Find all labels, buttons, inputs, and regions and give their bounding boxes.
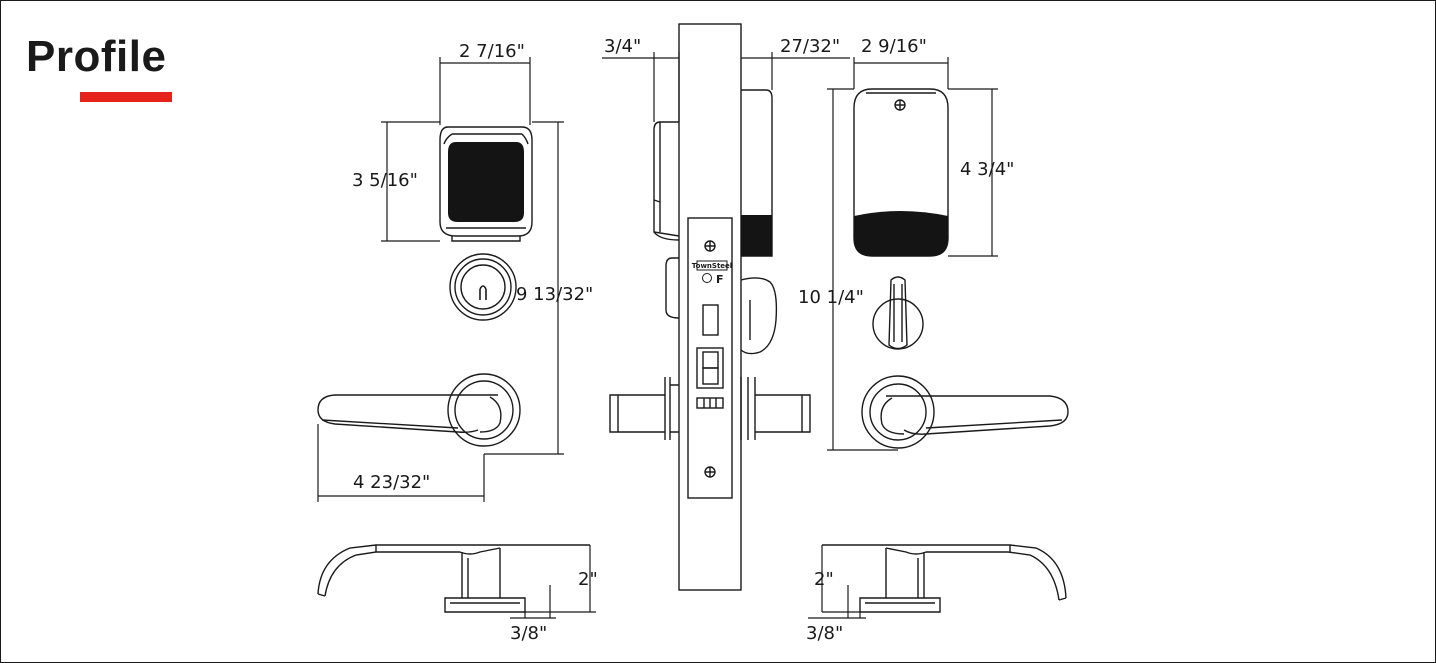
dim-lever-projection-left: 2" bbox=[578, 569, 598, 590]
title-underline bbox=[80, 92, 172, 102]
dim-trim-height: 3 5/16" bbox=[352, 170, 418, 191]
dim-side-left-offset: 3/4" bbox=[604, 36, 641, 57]
front-lever bbox=[317, 394, 498, 433]
rear-cover-screw bbox=[894, 99, 906, 111]
dim-rose-thickness-right: 3/8" bbox=[806, 623, 843, 644]
front-reader bbox=[439, 126, 533, 242]
faceplate-screw-bottom bbox=[704, 466, 716, 478]
dim-rose-thickness-left: 3/8" bbox=[510, 623, 547, 644]
rating-mark: F bbox=[716, 273, 724, 286]
dim-overall-height: 9 13/32" bbox=[516, 284, 593, 305]
front-view bbox=[317, 57, 564, 502]
front-lever-side-view bbox=[317, 544, 596, 619]
rear-cover-band bbox=[854, 211, 948, 256]
dim-rear-overall-height: 10 1/4" bbox=[798, 287, 864, 308]
rear-lever bbox=[886, 395, 1069, 435]
rear-lever-side-view bbox=[808, 544, 1067, 619]
dim-lever-projection-right: 2" bbox=[814, 569, 834, 590]
dim-rear-width: 2 9/16" bbox=[861, 36, 927, 57]
dim-side-right-offset: 27/32" bbox=[780, 36, 840, 57]
dim-lever-length: 4 23/32" bbox=[353, 472, 430, 493]
side-view: TownSteel F bbox=[602, 23, 850, 591]
dim-rear-cover-height: 4 3/4" bbox=[960, 159, 1014, 180]
faceplate-screw-top bbox=[704, 240, 716, 252]
rear-view bbox=[827, 57, 1069, 451]
dimension-labels: 2 7/16" 3 5/16" 9 13/32" 4 23/32" 2" 3/8… bbox=[352, 36, 1014, 644]
brand-logo: TownSteel bbox=[692, 262, 732, 270]
page-title: Profile bbox=[26, 32, 167, 81]
front-cylinder bbox=[449, 253, 517, 321]
dim-trim-width: 2 7/16" bbox=[459, 41, 525, 62]
rear-thumbturn bbox=[872, 276, 924, 350]
reader-screen bbox=[448, 142, 524, 222]
rear-cover-band-side bbox=[741, 215, 772, 256]
